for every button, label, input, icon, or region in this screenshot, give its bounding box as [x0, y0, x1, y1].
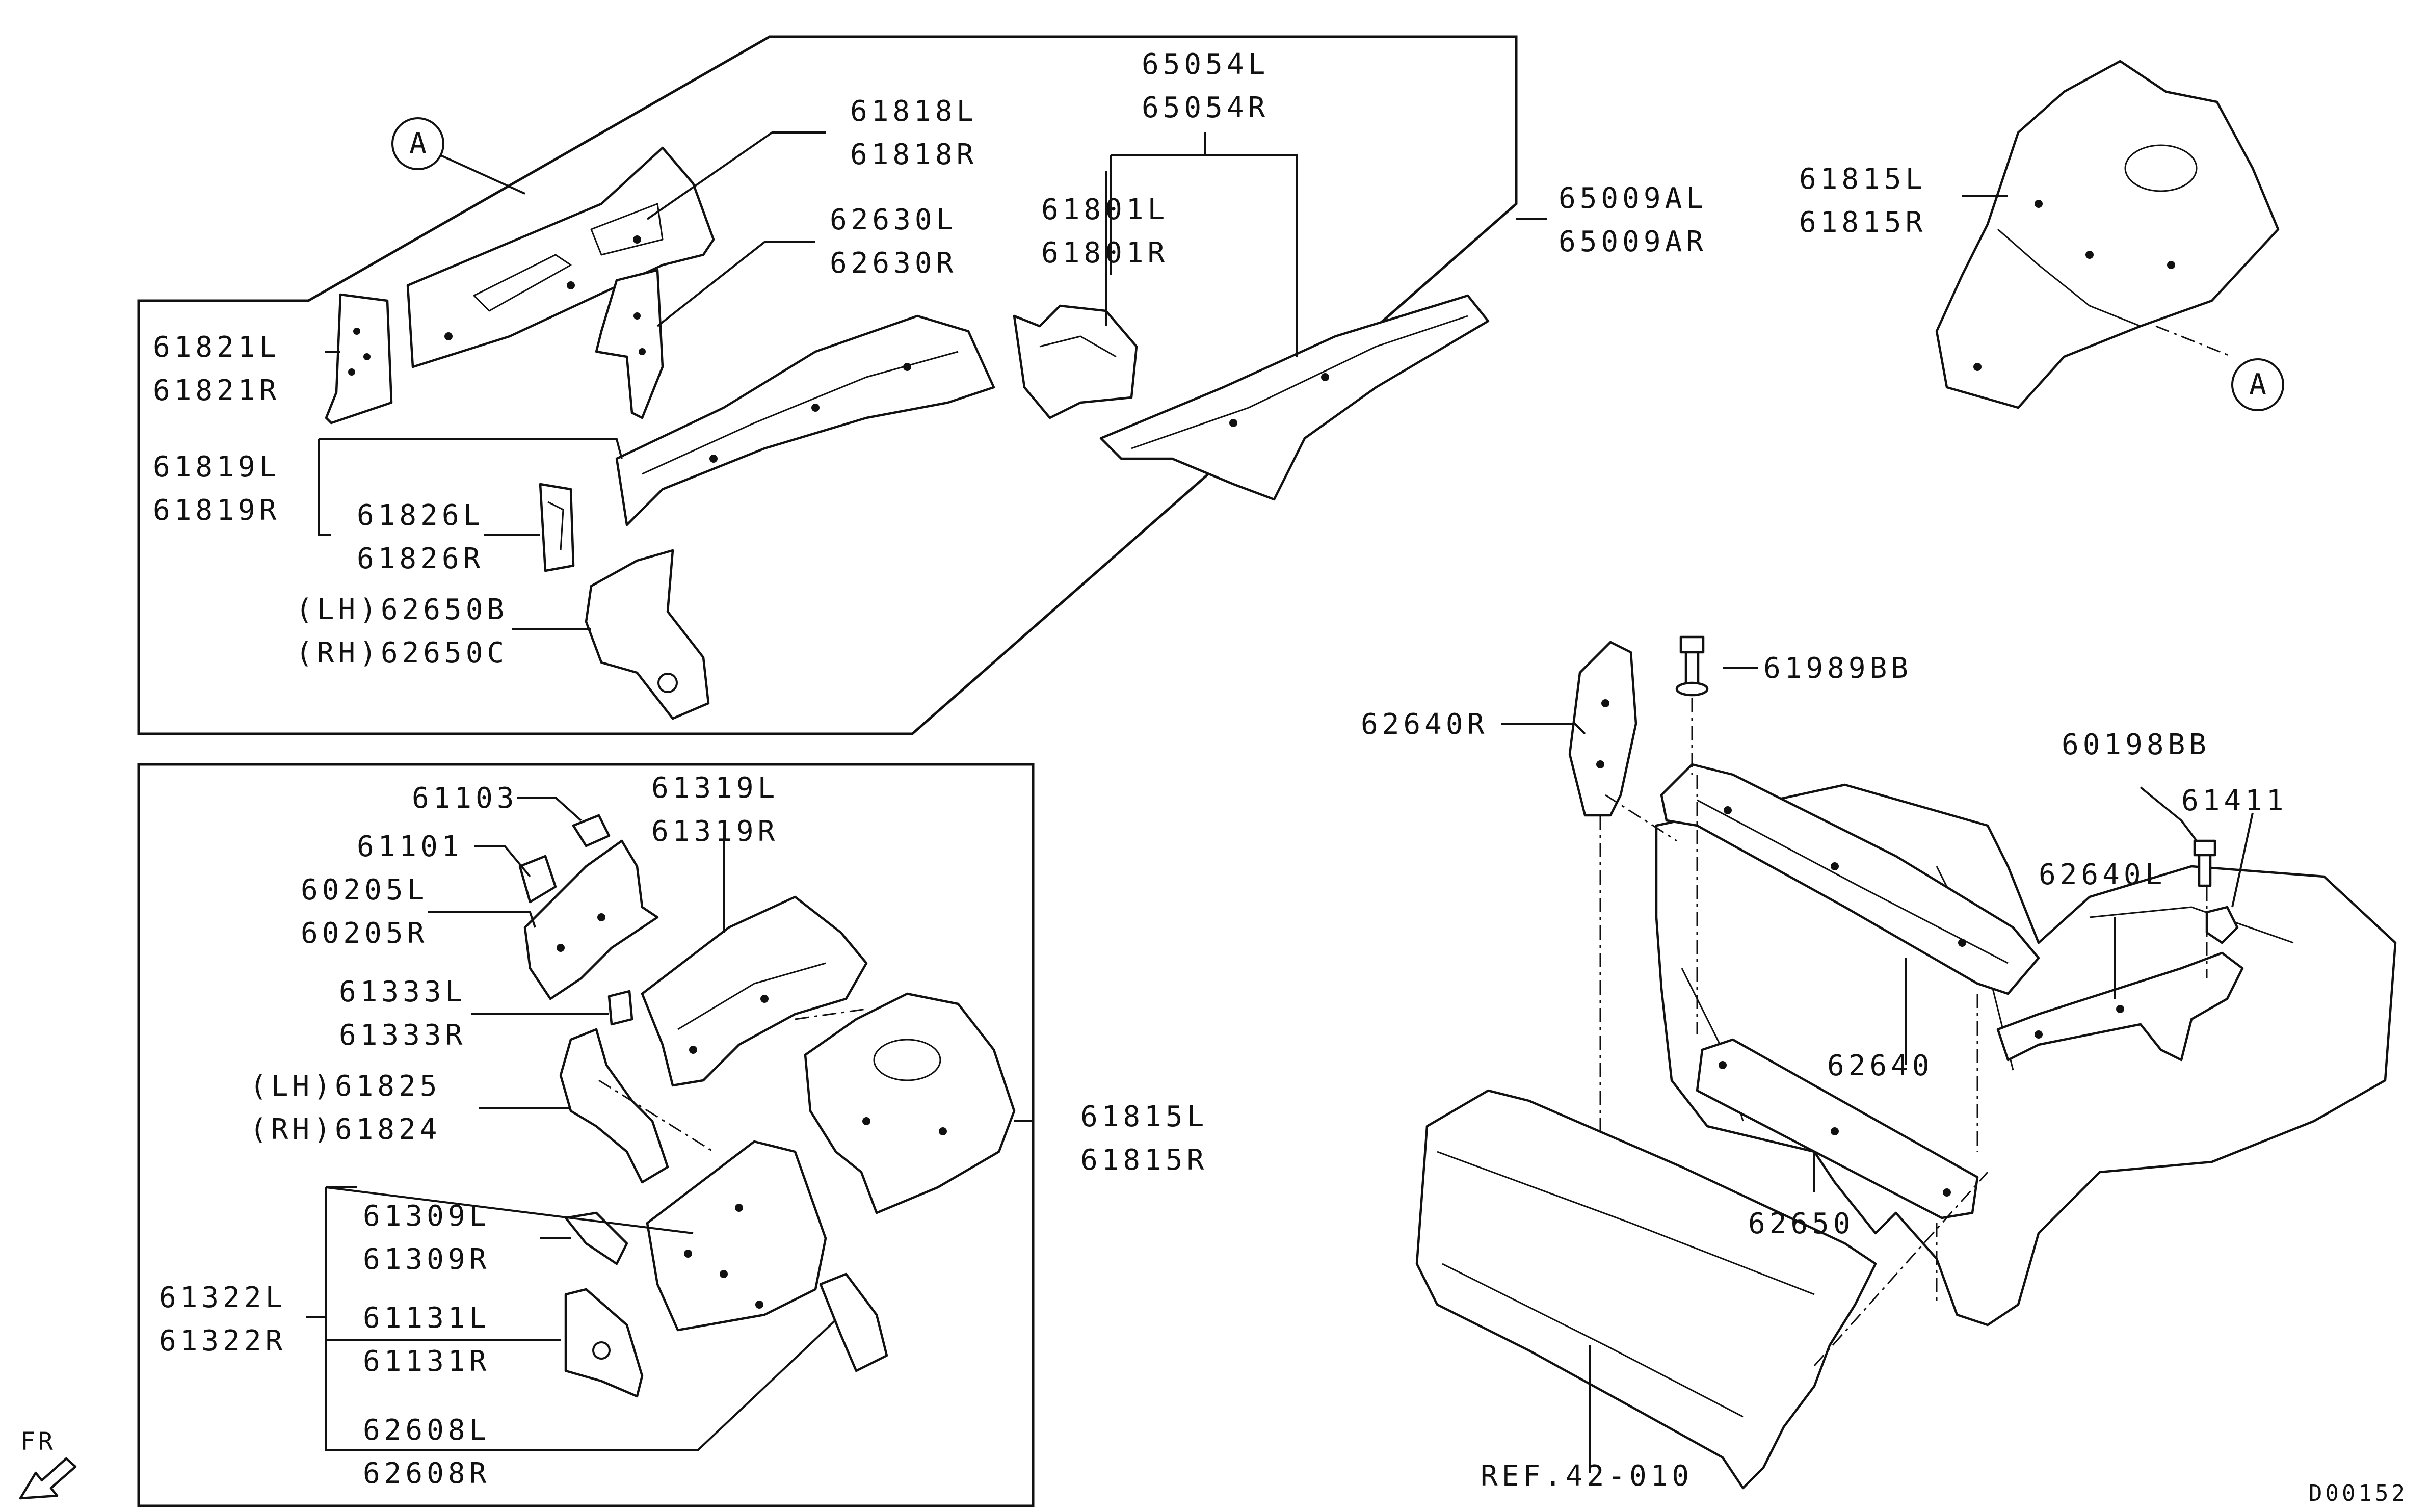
label-61815R-mid: 61815R: [1080, 1144, 1208, 1177]
upper-assembly-frame: [137, 35, 1518, 735]
label-62630R: 62630R: [830, 247, 957, 280]
part-61131: [564, 1288, 644, 1398]
part-61818: [406, 146, 715, 368]
label-61333L: 61333L: [339, 975, 466, 1009]
label-60205R: 60205R: [301, 917, 428, 950]
label-61818R: 61818R: [850, 138, 978, 171]
label-61821L: 61821L: [153, 331, 280, 364]
part-65054: [1099, 294, 1490, 501]
part-ref-42-010: [1415, 1089, 1877, 1490]
label-ref-42-010: REF.42-010: [1481, 1460, 1693, 1493]
part-61801: [1013, 304, 1138, 419]
part-61815-top: [1935, 60, 2280, 409]
label-61826R: 61826R: [357, 542, 484, 575]
label-61322L: 61322L: [159, 1281, 286, 1314]
part-61103: [572, 814, 611, 847]
part-61333: [608, 990, 633, 1026]
part-62640: [1660, 763, 2040, 995]
part-61309: [564, 1211, 628, 1265]
callout-marker-a-right: A: [2231, 358, 2284, 411]
part-61319: [641, 895, 868, 1087]
label-61826L: 61826L: [357, 499, 484, 532]
label-61989BB: 61989BB: [1763, 652, 1912, 685]
part-61322: [646, 1140, 827, 1332]
part-62650BC: [585, 549, 710, 720]
label-61411: 61411: [2181, 784, 2288, 817]
lower-assembly-frame: [137, 763, 1035, 1507]
label-62640: 62640: [1827, 1049, 1934, 1082]
part-62608: [819, 1272, 888, 1372]
label-61818L: 61818L: [850, 95, 978, 128]
part-62650: [1696, 1038, 1979, 1219]
part-62640L: [1996, 951, 2244, 1062]
label-65054L: 65054L: [1142, 48, 1269, 81]
front-arrow-icon: [19, 1457, 77, 1500]
label-61819R: 61819R: [153, 494, 280, 527]
callout-a-right-text: A: [2249, 368, 2266, 401]
front-label: FR: [20, 1427, 56, 1456]
label-62640R: 62640R: [1361, 708, 1488, 741]
label-62650: 62650: [1748, 1207, 1855, 1240]
part-61411: [2205, 906, 2239, 944]
front-direction-indicator: FR: [19, 1427, 77, 1500]
label-65009AL: 65009AL: [1559, 182, 1707, 215]
label-65009AR: 65009AR: [1559, 225, 1707, 258]
callout-a-left-text: A: [409, 127, 427, 160]
label-61825: (LH)61825: [250, 1070, 441, 1103]
label-62630L: 62630L: [830, 203, 957, 236]
part-60205: [523, 839, 659, 1000]
label-61309L: 61309L: [363, 1200, 490, 1233]
part-61819: [615, 314, 995, 526]
part-61825: [559, 1028, 669, 1184]
label-61824: (RH)61824: [250, 1113, 441, 1146]
label-61819L: 61819L: [153, 450, 280, 484]
label-61319R: 61319R: [651, 815, 779, 848]
label-60198BB: 60198BB: [2062, 728, 2210, 761]
label-62608R: 62608R: [363, 1457, 490, 1490]
label-61322R: 61322R: [159, 1324, 286, 1358]
label-61309R: 61309R: [363, 1243, 490, 1276]
label-61815L-mid: 61815L: [1080, 1100, 1208, 1133]
label-62650C: (RH)62650C: [296, 636, 508, 670]
part-62640R: [1568, 641, 1637, 817]
label-62608L: 62608L: [363, 1414, 490, 1447]
label-61101: 61101: [357, 830, 463, 863]
part-61101: [518, 855, 557, 904]
part-61815-mid: [804, 992, 1016, 1214]
part-61821: [325, 293, 393, 425]
label-62650B: (LH)62650B: [296, 593, 508, 626]
diagram-code: D00152: [2309, 1480, 2408, 1506]
callout-marker-a-left: A: [391, 117, 525, 195]
label-62640L: 62640L: [2039, 858, 2166, 891]
label-61801L: 61801L: [1041, 193, 1169, 226]
part-61989BB: [1675, 635, 1709, 697]
part-60198BB: [2193, 839, 2216, 887]
label-61801R: 61801R: [1041, 236, 1169, 270]
label-65054R: 65054R: [1142, 91, 1269, 124]
label-61333R: 61333R: [339, 1019, 466, 1052]
label-61103: 61103: [412, 782, 518, 815]
label-61815R-top: 61815R: [1799, 206, 1926, 239]
part-61826: [539, 483, 575, 572]
label-61131L: 61131L: [363, 1302, 490, 1335]
label-60205L: 60205L: [301, 873, 428, 907]
label-61821R: 61821R: [153, 374, 280, 407]
label-61815L-top: 61815L: [1799, 163, 1926, 196]
label-61131R: 61131R: [363, 1345, 490, 1378]
label-61319L: 61319L: [651, 772, 779, 805]
part-62630: [595, 269, 664, 419]
